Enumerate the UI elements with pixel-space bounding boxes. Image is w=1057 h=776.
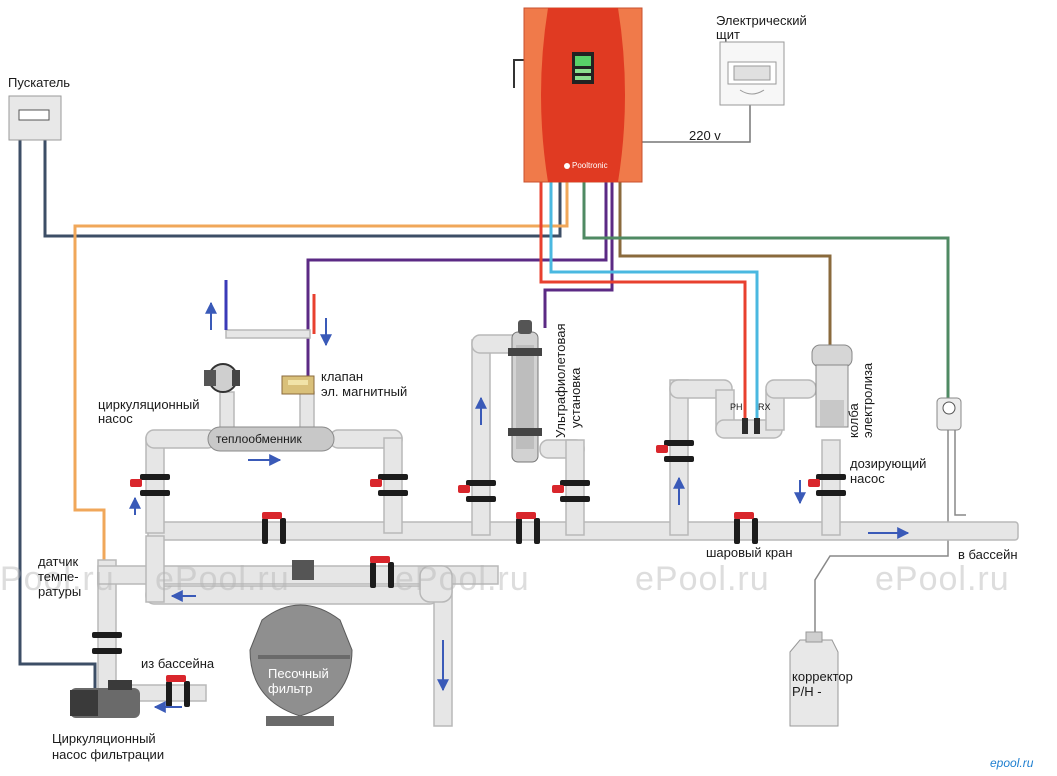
site-link[interactable]: epool.ru <box>990 756 1034 770</box>
valve-handle <box>166 675 186 682</box>
circulation-pump-label-line1: циркуляционный <box>98 397 200 412</box>
uv-label-line2: установка <box>568 367 583 428</box>
valve-handle <box>734 512 754 519</box>
uv-left-riser <box>471 339 491 536</box>
electrolysis-cell-icon <box>811 344 853 428</box>
valve-handle <box>370 556 390 563</box>
ph-label: PH <box>730 402 743 412</box>
wire-starter-controller <box>43 140 562 238</box>
ph-rx-probes <box>742 418 760 434</box>
wire-dosing-pump <box>582 182 950 398</box>
heat-exchanger-icon <box>207 426 335 452</box>
bypass-top-left <box>145 429 217 449</box>
uv-label-line1: Ультрафиолетовая <box>553 323 568 439</box>
wire-temperature-sensor <box>73 182 569 565</box>
electrical-panel <box>719 41 785 106</box>
dosing-tube-to-pool <box>954 430 966 516</box>
watermark: ePool.ru <box>635 560 770 598</box>
watermark: ePool.ru <box>395 560 530 598</box>
valve-handle <box>656 445 668 453</box>
ph-probe-icon <box>742 418 748 434</box>
corrector-label-line2: P/H - <box>792 684 822 699</box>
ball-valve-label: шаровый кран <box>706 545 793 560</box>
wire-electrolysis <box>618 182 832 345</box>
sand-filter-label-line2: фильтр <box>268 681 313 696</box>
heat-exchanger-label: теплообменник <box>216 432 302 446</box>
wire-uv-unit <box>543 182 614 328</box>
pipe-unions <box>92 440 846 707</box>
dosing-pump-label-line2: насос <box>850 471 885 486</box>
sand-filter-label-line1: Песочный <box>268 666 329 681</box>
bypass-right-riser <box>383 437 403 534</box>
corrector-label-line1: корректор <box>792 669 853 684</box>
valve-handle <box>262 512 282 519</box>
solenoid-valve-icon <box>281 375 315 395</box>
valve-handle <box>808 479 820 487</box>
dosing-pump-label-line1: дозирующий <box>850 456 927 471</box>
filter-pump-icon <box>70 680 140 718</box>
circulation-pump-label-line2: насос <box>98 411 133 426</box>
valve-handle <box>552 485 564 493</box>
temp-sensor-label-line2: темпе- <box>38 569 79 584</box>
filter-pump-label-line1: Циркуляционный <box>52 731 156 746</box>
temp-sensor-label-line1: датчик <box>38 554 79 569</box>
wire-ph-probe <box>539 182 747 425</box>
circ-pump-riser <box>219 391 235 433</box>
wire-solenoid-valve <box>306 182 608 378</box>
voltage-label: 220 v <box>689 128 721 143</box>
electrolysis-riser <box>821 439 841 536</box>
rx-label: RX <box>758 402 771 412</box>
valve-handle <box>458 485 470 493</box>
wire-starter-filter-pump <box>18 140 97 690</box>
probe-top-right <box>765 379 817 399</box>
watermark: ePool.ru <box>0 560 115 598</box>
uv-right-riser <box>565 439 585 536</box>
wire-mains-220v <box>642 105 751 143</box>
electrolysis-label-line1: колба <box>846 403 861 438</box>
valve-handle <box>370 479 382 487</box>
solenoid-valve-label-line2: эл. магнитный <box>321 384 408 399</box>
valve-riser <box>299 391 315 433</box>
from-pool-label: из бассейна <box>141 656 215 671</box>
sand-filter-icon <box>249 560 353 726</box>
controller-brand-label: Pooltronic <box>572 161 608 170</box>
pooltronic-controller <box>523 7 643 183</box>
pipes <box>97 329 1019 727</box>
to-pool-label: в бассейн <box>958 547 1018 562</box>
corrector-canister-icon <box>789 631 839 727</box>
filter-pump-label-line2: насос фильтрации <box>52 747 165 762</box>
filter-to-main <box>145 535 165 603</box>
brand-logo-icon <box>564 163 570 169</box>
electrical-panel-label-line2: щит <box>716 27 740 42</box>
wire-rx-probe <box>549 182 759 425</box>
uv-unit-icon <box>508 320 542 463</box>
flow-arrows <box>129 280 910 713</box>
starter-box <box>8 95 62 141</box>
electrical-panel-label-line1: Электрический <box>716 13 807 28</box>
electrolysis-label-line2: электролиза <box>860 362 875 438</box>
wire-controller-antenna <box>513 59 524 88</box>
bypass-left-riser <box>145 437 165 534</box>
dosing-pump-icon <box>936 397 962 431</box>
watermark: ePool.ru <box>155 560 290 598</box>
circulation-pump-icon <box>204 363 240 393</box>
starter-label: Пускатель <box>8 75 71 90</box>
ball-valve-handles <box>130 445 820 682</box>
temp-sensor-label-line3: ратуры <box>38 584 82 599</box>
valve-handle <box>130 479 142 487</box>
signal-wires <box>18 59 966 690</box>
rx-probe-icon <box>754 418 760 434</box>
watermark: ePool.ru <box>875 560 1010 598</box>
valve-handle <box>516 512 536 519</box>
drain-elbow <box>419 565 453 603</box>
solenoid-valve-label-line1: клапан <box>321 369 364 384</box>
circ-pump-bridge <box>225 329 311 339</box>
dosing-tube-from-corrector <box>814 430 949 640</box>
